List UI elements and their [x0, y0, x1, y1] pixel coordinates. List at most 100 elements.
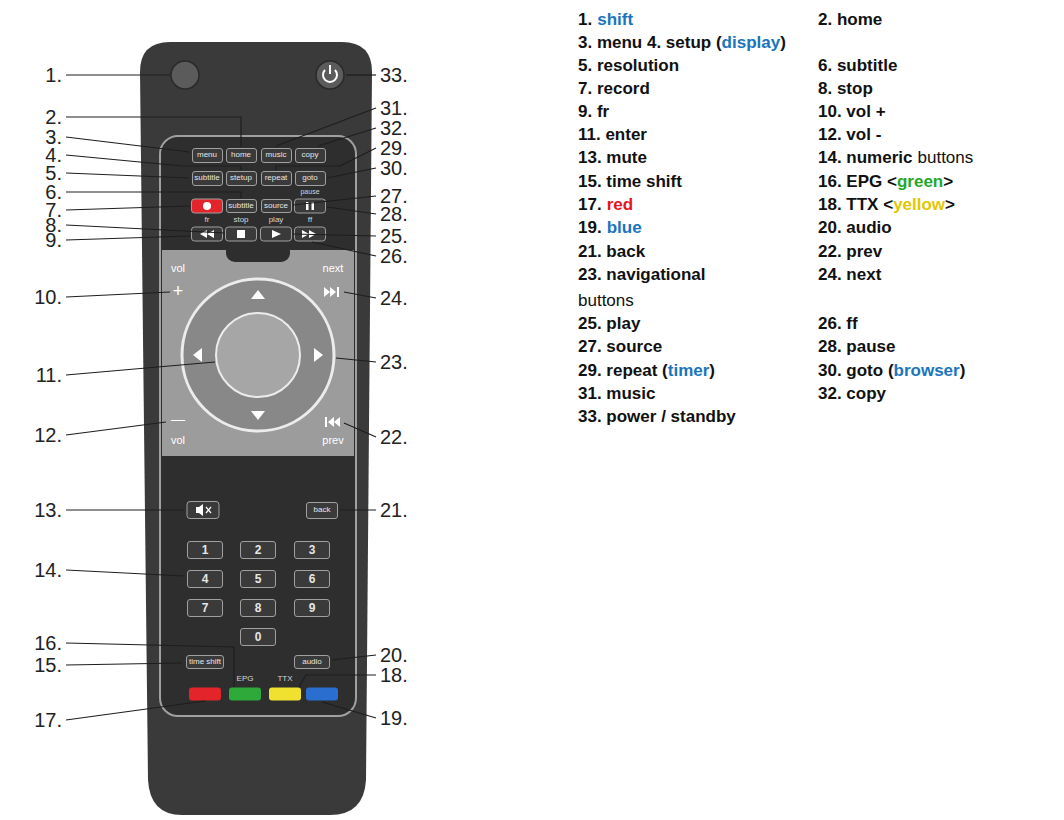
button-text: menu: [197, 151, 217, 159]
fr-button: [192, 227, 223, 241]
leader-line: [318, 128, 376, 146]
prev-icon: [334, 417, 340, 427]
list-text: 13. mute: [578, 149, 647, 168]
list-text: 10. vol +: [818, 103, 886, 122]
leader-line: [66, 422, 166, 435]
remote-body: [140, 42, 372, 815]
leader-line: [66, 509, 184, 510]
leader-line: [312, 242, 376, 256]
list-text: 19.: [578, 219, 602, 238]
leader-line: [66, 362, 215, 375]
record-dot: [203, 202, 211, 210]
remote-button: home: [226, 148, 257, 163]
callout-number: 16.: [34, 632, 62, 654]
mute-icon: [196, 504, 203, 516]
play-icon: [272, 230, 281, 238]
list-text: 12. vol -: [818, 126, 881, 145]
blue-button: [306, 688, 338, 701]
list-text: 28. pause: [818, 338, 896, 357]
callout-number: 14.: [34, 559, 62, 581]
button-text: repeat: [265, 174, 288, 182]
remote-button: copy: [295, 148, 326, 163]
remote-text: EPG: [237, 675, 254, 684]
remote-button: subtitle: [192, 171, 223, 186]
callout-number: 23.: [380, 351, 408, 373]
list-text: >: [943, 173, 953, 192]
list-text: display: [722, 34, 781, 53]
list-text: timer: [668, 362, 710, 381]
remote-text: vol: [171, 434, 185, 446]
list-text: 15. time shift: [578, 173, 682, 192]
power-button: [316, 61, 344, 89]
list-text: 5. resolution: [578, 57, 679, 76]
callout-number: 25.: [380, 225, 408, 247]
list-text: red: [607, 196, 633, 215]
list-text: 27. source: [578, 338, 662, 357]
button-text: 8: [255, 602, 262, 614]
callout-number: 26.: [380, 245, 408, 267]
callout-number: 28.: [380, 203, 408, 225]
callout-number: 13.: [34, 499, 62, 521]
list-text: 29. repeat (: [578, 362, 668, 381]
remote-button: time shift: [186, 655, 223, 669]
callout-number: 20.: [380, 644, 408, 666]
button-text: 7: [202, 602, 209, 614]
list-text: 6. subtitle: [818, 57, 897, 76]
next-icon: [324, 287, 330, 297]
leader-line: [66, 225, 225, 233]
list-text: buttons: [918, 149, 974, 168]
list-text: 8. stop: [818, 80, 873, 99]
remote-text: fr: [205, 216, 210, 225]
callout-number: 2.: [45, 106, 62, 128]
callout-number: 33.: [380, 64, 408, 86]
list-text: 20. audio: [818, 219, 892, 238]
button-text: subtitle: [228, 202, 253, 210]
enter-button: [216, 313, 300, 397]
leader-line: [66, 117, 241, 147]
list-text: 9. fr: [578, 103, 609, 122]
callout-number: 10.: [34, 286, 62, 308]
navigation-area: [162, 250, 354, 456]
button-text: goto: [302, 174, 318, 182]
numeric-button: 7: [187, 599, 223, 617]
mute-button: [187, 502, 219, 519]
leader-line: [66, 173, 189, 178]
remote-button: goto: [295, 171, 326, 186]
leader-line: [66, 137, 190, 152]
list-text: ): [780, 34, 786, 53]
numeric-button: 5: [240, 570, 276, 588]
leader-line: [66, 292, 170, 297]
button-text: 6: [309, 573, 316, 585]
leader-line: [336, 358, 376, 362]
button-text: home: [231, 151, 251, 159]
remote-button: stetup: [226, 171, 257, 186]
next-icon: [330, 287, 336, 297]
remote-text: prev: [322, 434, 343, 446]
list-text: 32. copy: [818, 385, 886, 404]
left-arrow: [193, 348, 202, 362]
button-text: copy: [302, 151, 319, 159]
leader-lines: [66, 75, 376, 720]
list-text: 16. EPG <: [818, 173, 897, 192]
button-text: source: [264, 202, 288, 210]
leader-line: [332, 655, 376, 660]
list-text: 26. ff: [818, 315, 858, 334]
button-panel: [160, 136, 356, 716]
button-text: 5: [255, 573, 262, 585]
list-text: buttons: [578, 292, 634, 311]
list-text: 14. numeric: [818, 149, 913, 168]
leader-line: [66, 643, 234, 687]
navigation-notch: [226, 242, 290, 262]
list-text: 21. back: [578, 243, 645, 262]
up-arrow: [251, 290, 265, 299]
numeric-button: 4: [187, 570, 223, 588]
button-text: audio: [302, 658, 322, 666]
numeric-button: 1: [187, 541, 223, 559]
remote-text: +: [173, 282, 184, 302]
remote-text: TTX: [277, 675, 292, 684]
remote-text: vol: [171, 262, 185, 274]
callout-number: 5.: [45, 162, 62, 184]
callout-number: 31.: [380, 97, 408, 119]
callout-number: 9.: [45, 229, 62, 251]
